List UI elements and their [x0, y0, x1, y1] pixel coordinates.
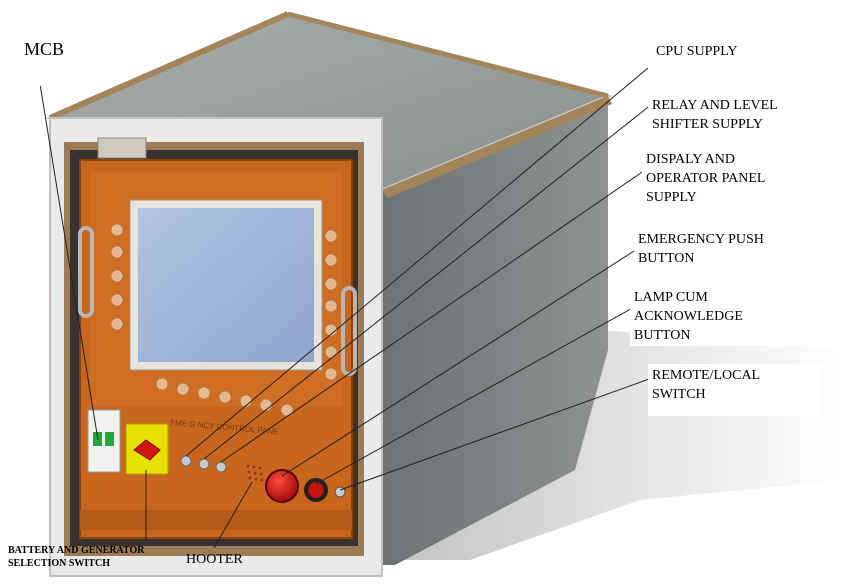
label-relay-supply: RELAY AND LEVEL SHIFTER SUPPLY — [648, 94, 818, 142]
display-screen — [138, 208, 314, 362]
lamp-button — [308, 482, 324, 498]
bottom-strip — [80, 510, 352, 530]
mcb-toggle-2 — [105, 432, 114, 446]
side-trim — [382, 96, 612, 198]
left-softkeys — [110, 223, 124, 331]
label-cpu-supply: CPU SUPPLY — [652, 40, 798, 68]
label-mcb: MCB — [20, 32, 106, 86]
cabinet-side — [378, 96, 608, 565]
label-battery-switch: BATTERY AND GENERATOR SELECTION SWITCH — [8, 545, 145, 569]
right-softkeys — [324, 229, 338, 381]
label-lamp-button: LAMP CUM ACKNOWLEDGE BUTTON — [630, 286, 830, 346]
bottom-softkeys — [155, 377, 294, 417]
hinge-left — [97, 137, 147, 159]
label-remote-switch: REMOTE/LOCAL SWITCH — [648, 364, 822, 416]
label-emergency-button: EMERGENCY PUSH BUTTON — [634, 228, 830, 272]
top-trim-right — [287, 11, 609, 99]
top-trim-left — [48, 11, 290, 121]
mcb-breaker — [87, 409, 121, 473]
left-handle — [78, 226, 94, 318]
emergency-button — [265, 469, 299, 503]
selector-switch-knob — [133, 439, 161, 461]
label-hooter: HOOTER — [186, 552, 243, 567]
label-display-supply: DISPALY AND OPERATOR PANEL SUPPLY — [642, 148, 828, 214]
hooter-grille — [246, 464, 264, 482]
supply-toggles — [180, 455, 227, 473]
leader-lines — [39, 67, 653, 549]
